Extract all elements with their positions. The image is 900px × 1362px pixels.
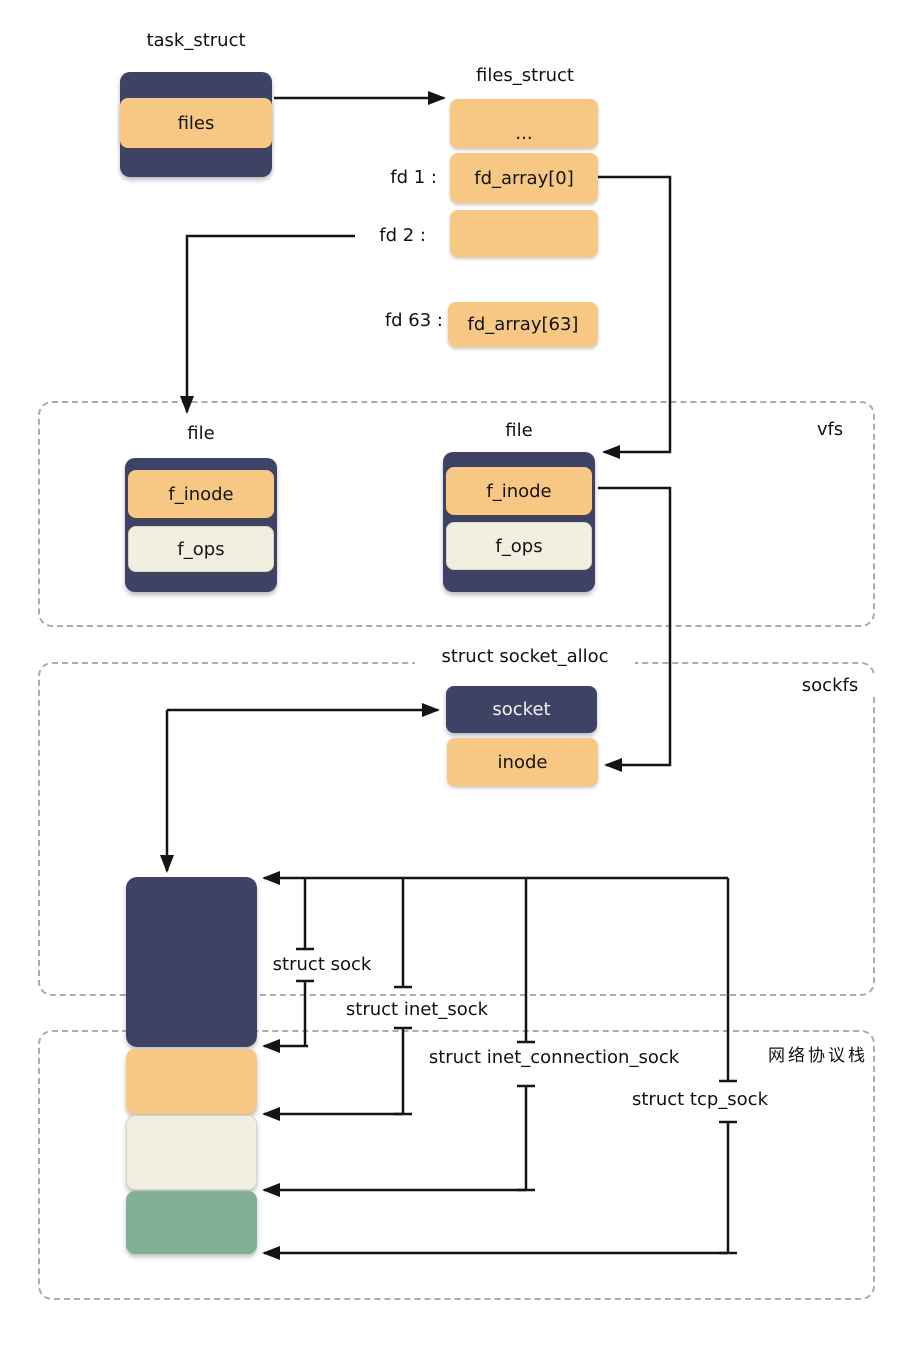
file-right-f-ops: f_ops [446, 522, 592, 570]
task-struct-box: files [120, 72, 272, 177]
file-right-title: file [505, 420, 533, 441]
inet-connection-sock-block [126, 1115, 257, 1190]
sockfs-region-label: sockfs [785, 676, 875, 696]
struct-inet-sock-label: struct inet_sock [345, 999, 489, 1020]
struct-inet-connection-sock-label: struct inet_connection_sock [428, 1047, 680, 1068]
file-left-f-inode: f_inode [128, 470, 274, 518]
socket-alloc-title: struct socket_alloc [415, 647, 635, 667]
files-struct-row-fd-array-0: fd_array[0] [450, 153, 598, 203]
task-struct-title: task_struct [146, 30, 246, 51]
task-struct-files-field: files [120, 98, 272, 148]
network-stack-region-label: 网络协议栈 [768, 1046, 868, 1066]
fd63-label: fd 63 : [384, 310, 443, 331]
files-struct-title: files_struct [476, 65, 574, 86]
vfs-region-label: vfs [795, 420, 865, 440]
struct-tcp-sock-label: struct tcp_sock [631, 1089, 768, 1110]
inet-sock-block [126, 1049, 257, 1114]
file-right-box: f_inode f_ops [443, 452, 595, 592]
fd1-label: fd 1 : [390, 167, 437, 188]
arrow-fd2-to-file [180, 234, 355, 414]
file-left-box: f_inode f_ops [125, 458, 277, 592]
socket-alloc-inode: inode [447, 738, 598, 786]
files-struct-row-empty [450, 210, 598, 257]
fd2-label: fd 2 : [379, 225, 426, 246]
vfs-region [38, 401, 875, 627]
file-left-title: file [187, 423, 215, 444]
sock-block [126, 877, 257, 1047]
file-right-f-inode: f_inode [446, 467, 592, 515]
file-left-f-ops: f_ops [128, 526, 274, 572]
files-struct-row-ellipsis: ... [450, 99, 598, 148]
files-struct-row-fd-array-63: fd_array[63] [448, 302, 598, 347]
network-stack-region [38, 1030, 875, 1300]
struct-sock-label: struct sock [272, 954, 372, 975]
socket-alloc-socket: socket [446, 686, 597, 733]
tcp-sock-block [126, 1191, 257, 1254]
